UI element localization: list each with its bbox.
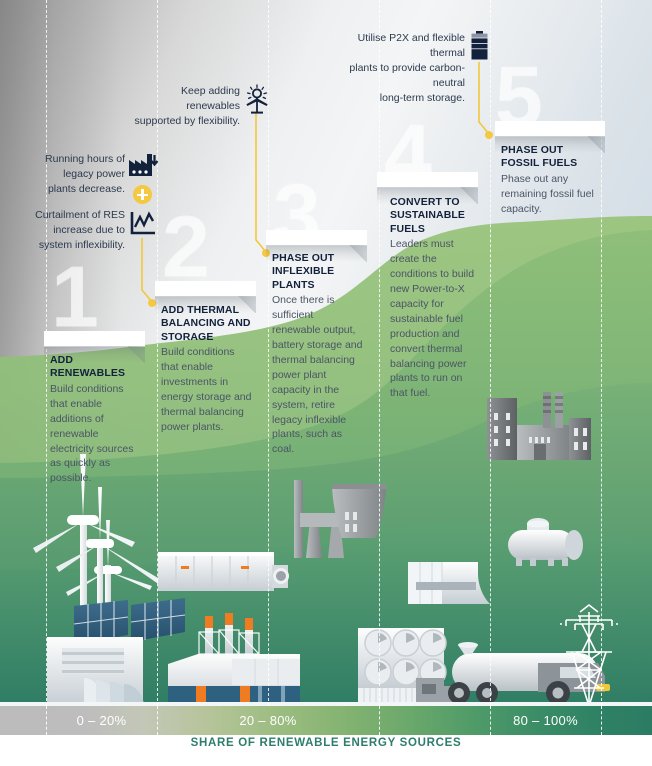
- scale-divider: [157, 706, 158, 735]
- plus-circle-icon: [133, 185, 152, 204]
- scale-divider: [490, 706, 491, 735]
- step-body: Build conditions that enable additions o…: [50, 382, 134, 485]
- callout-line: Keep adding renewables: [181, 85, 240, 112]
- scale-divider: [601, 706, 602, 735]
- step-number: 2: [162, 199, 210, 295]
- step-shelf: [495, 121, 605, 136]
- step-shelf: [377, 172, 478, 187]
- electrolyser-building: [408, 562, 490, 604]
- transmission-pylon: [560, 603, 618, 706]
- scale-divider: [46, 706, 47, 735]
- wire-to-step-5: [478, 62, 490, 135]
- hydrogen-storage-tank: [508, 518, 583, 566]
- column-divider: [157, 0, 158, 706]
- column-divider: [379, 0, 380, 706]
- callout-line: supported by flexibility.: [134, 114, 240, 127]
- industrial-complex-far: [487, 392, 591, 460]
- step-shelf-corner: [587, 136, 605, 153]
- callout-p2x-storage: Utilise P2X and flexible thermal plants …: [320, 31, 465, 106]
- step-shelf-shadow: [44, 346, 145, 363]
- step-body: Build conditions that enable investments…: [161, 346, 252, 433]
- chart-volatility-icon: [130, 211, 155, 235]
- step-title: ADD RENEWABLES: [50, 354, 126, 380]
- step-title: PHASE OUT INFLEXIBLE PLANTS: [272, 252, 335, 291]
- wire-endpoint-dot: [485, 131, 493, 139]
- wind-turbine-energy-icon: [246, 84, 268, 114]
- battery-storage-bank: [158, 552, 289, 591]
- cooling-fan-bank: [358, 628, 462, 706]
- footer-background: [0, 735, 652, 766]
- step-text: ADD RENEWABLES Build conditions that ena…: [50, 354, 142, 486]
- column-divider: [46, 0, 47, 706]
- step-shelf: [155, 281, 256, 296]
- wire-to-step-3: [255, 112, 267, 253]
- step-title: ADD THERMAL BALANCING AND STORAGE: [161, 304, 251, 343]
- step-text: CONVERT TO SUSTAINABLE FUELS Leaders mus…: [390, 196, 482, 401]
- step-shelf-corner: [238, 296, 256, 313]
- hydro-dam: [47, 637, 144, 706]
- callout-line: Running hours of: [45, 153, 125, 165]
- wire-to-step-2: [141, 238, 153, 303]
- solar-panels: [73, 598, 186, 645]
- wire-endpoint-dot: [262, 249, 270, 257]
- step-text: ADD THERMAL BALANCING AND STORAGE Build …: [161, 304, 253, 435]
- scale-label-20-80: 20 – 80%: [239, 713, 297, 728]
- factory-declining-icon: [129, 154, 158, 176]
- step-body: Phase out any remaining fossil fuel capa…: [501, 172, 594, 215]
- scale-label-0-20: 0 – 20%: [76, 713, 127, 728]
- renewable-share-scale: 0 – 20% 20 – 80% 80 – 100%: [0, 706, 652, 735]
- step-shelf: [44, 331, 145, 346]
- callout-keep-adding-renewables: Keep adding renewables supported by flex…: [130, 84, 240, 129]
- step-body: Leaders must create the conditions to bu…: [390, 238, 475, 400]
- column-divider: [268, 0, 269, 706]
- cooling-tower: [332, 484, 386, 538]
- battery-storage-icon: [471, 31, 488, 60]
- step-shelf: [266, 230, 367, 245]
- wire-endpoint-dot: [148, 299, 156, 307]
- column-divider: [490, 0, 491, 706]
- wind-turbines: [33, 454, 170, 630]
- step-shelf-shadow: [495, 136, 605, 153]
- callout-legacy-running-hours: Running hours of legacy power plants dec…: [30, 152, 125, 197]
- callout-line: Utilise P2X and flexible thermal: [357, 32, 465, 59]
- callout-line: Curtailment of RES: [35, 209, 125, 221]
- connector-wires: [141, 62, 490, 303]
- thermal-p2x-plant: [168, 613, 300, 706]
- column-divider: [601, 0, 602, 706]
- step-shelf-shadow: [266, 245, 367, 262]
- scale-divider: [379, 706, 380, 735]
- callout-line: increase due to: [53, 223, 125, 236]
- landscape-illustration: [0, 216, 652, 706]
- callout-line: long-term storage.: [379, 91, 465, 104]
- scale-caption: SHARE OF RENEWABLE ENERGY SOURCES: [190, 737, 462, 749]
- callout-line: plants to provide carbon-neutral: [349, 61, 465, 89]
- scale-label-80-100: 80 – 100%: [513, 713, 578, 728]
- step-shelf-corner: [349, 245, 367, 262]
- step-shelf-shadow: [155, 296, 256, 313]
- step-shelf-corner: [127, 346, 145, 363]
- callout-line: system inflexibility.: [38, 238, 125, 251]
- step-body: Once there is sufficient renewable outpu…: [272, 294, 363, 456]
- step-shelf-corner: [460, 187, 478, 204]
- step-title: CONVERT TO SUSTAINABLE FUELS: [390, 196, 465, 235]
- callout-line: plants decrease.: [47, 182, 125, 195]
- callout-line: legacy power: [63, 167, 125, 180]
- callout-curtailment-res: Curtailment of RES increase due to syste…: [24, 208, 125, 253]
- step-shelf-shadow: [377, 187, 478, 204]
- step-number: 1: [51, 249, 99, 345]
- step-text: PHASE OUT INFLEXIBLE PLANTS Once there i…: [272, 252, 364, 457]
- step-title: PHASE OUT FOSSIL FUELS: [501, 144, 578, 170]
- step-text: PHASE OUT FOSSIL FUELS Phase out any rem…: [501, 144, 597, 217]
